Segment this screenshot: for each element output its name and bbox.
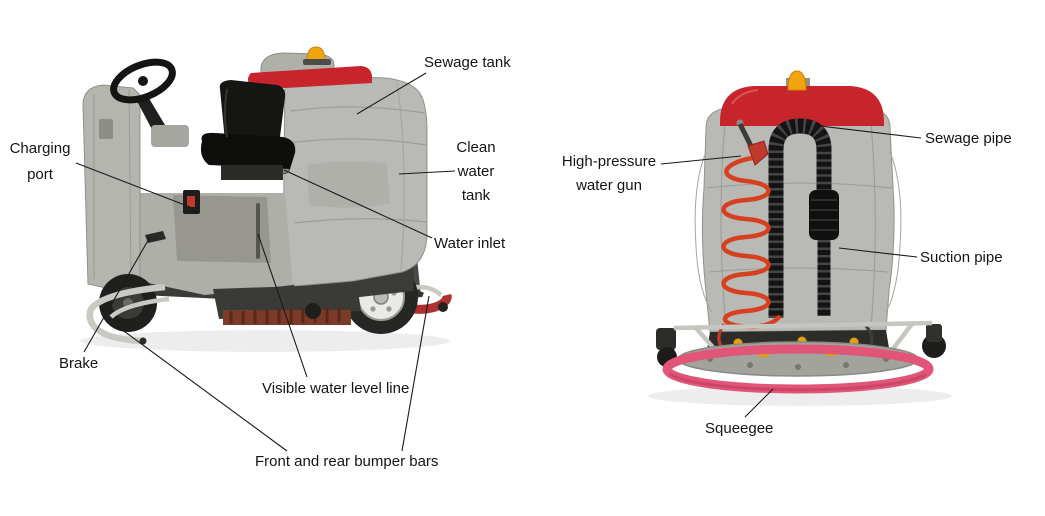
side-steering [110, 58, 189, 147]
scrubber-rear-view [640, 66, 970, 416]
rear-sewage-pipe-part [768, 118, 832, 318]
ground-shadow [648, 386, 952, 406]
label-sewage-tank: Sewage tank [424, 54, 511, 71]
label-clean-water-tank: Clean water tank [456, 139, 496, 204]
rear-tank-body [694, 107, 902, 333]
scrubber-side-view-illustration [80, 46, 452, 352]
scrubber-rear-view-illustration [648, 70, 952, 406]
label-suction-pipe: Suction pipe [920, 249, 1003, 266]
squeegee-shade [669, 372, 927, 392]
beacon-light-icon [787, 70, 807, 91]
label-water-gun: High-pressure water gun [561, 153, 657, 194]
side-front-panel [82, 84, 141, 291]
beacon-light-icon [306, 46, 326, 62]
rear-pipe-connector [809, 190, 839, 240]
bumper-end-cap [139, 337, 147, 345]
rear-water-gun-part [736, 119, 769, 166]
red-dome [720, 86, 884, 126]
deck-bolts [707, 356, 889, 370]
label-sewage-pipe: Sewage pipe [925, 130, 1012, 147]
side-top [248, 46, 372, 88]
rear-top [720, 70, 884, 126]
label-bumper-bars: Front and rear bumper bars [255, 453, 439, 470]
label-charging-port: Charging port [9, 140, 71, 183]
caster-wheel [305, 303, 321, 319]
steering-wheel [110, 58, 176, 104]
side-mid-body [139, 190, 293, 295]
water-level-line-part [256, 203, 260, 259]
label-squeegee: Squeegee [705, 420, 774, 437]
label-brake: Brake [59, 355, 99, 372]
label-water-inlet: Water inlet [434, 235, 506, 252]
side-brush-deck [213, 284, 361, 325]
label-water-level-line: Visible water level line [262, 380, 410, 397]
side-seat [200, 80, 296, 180]
side-tank-body [282, 74, 428, 287]
rear-coiled-hose [721, 155, 782, 330]
red-top-band [248, 66, 372, 88]
scrubber-side-view [55, 45, 455, 360]
